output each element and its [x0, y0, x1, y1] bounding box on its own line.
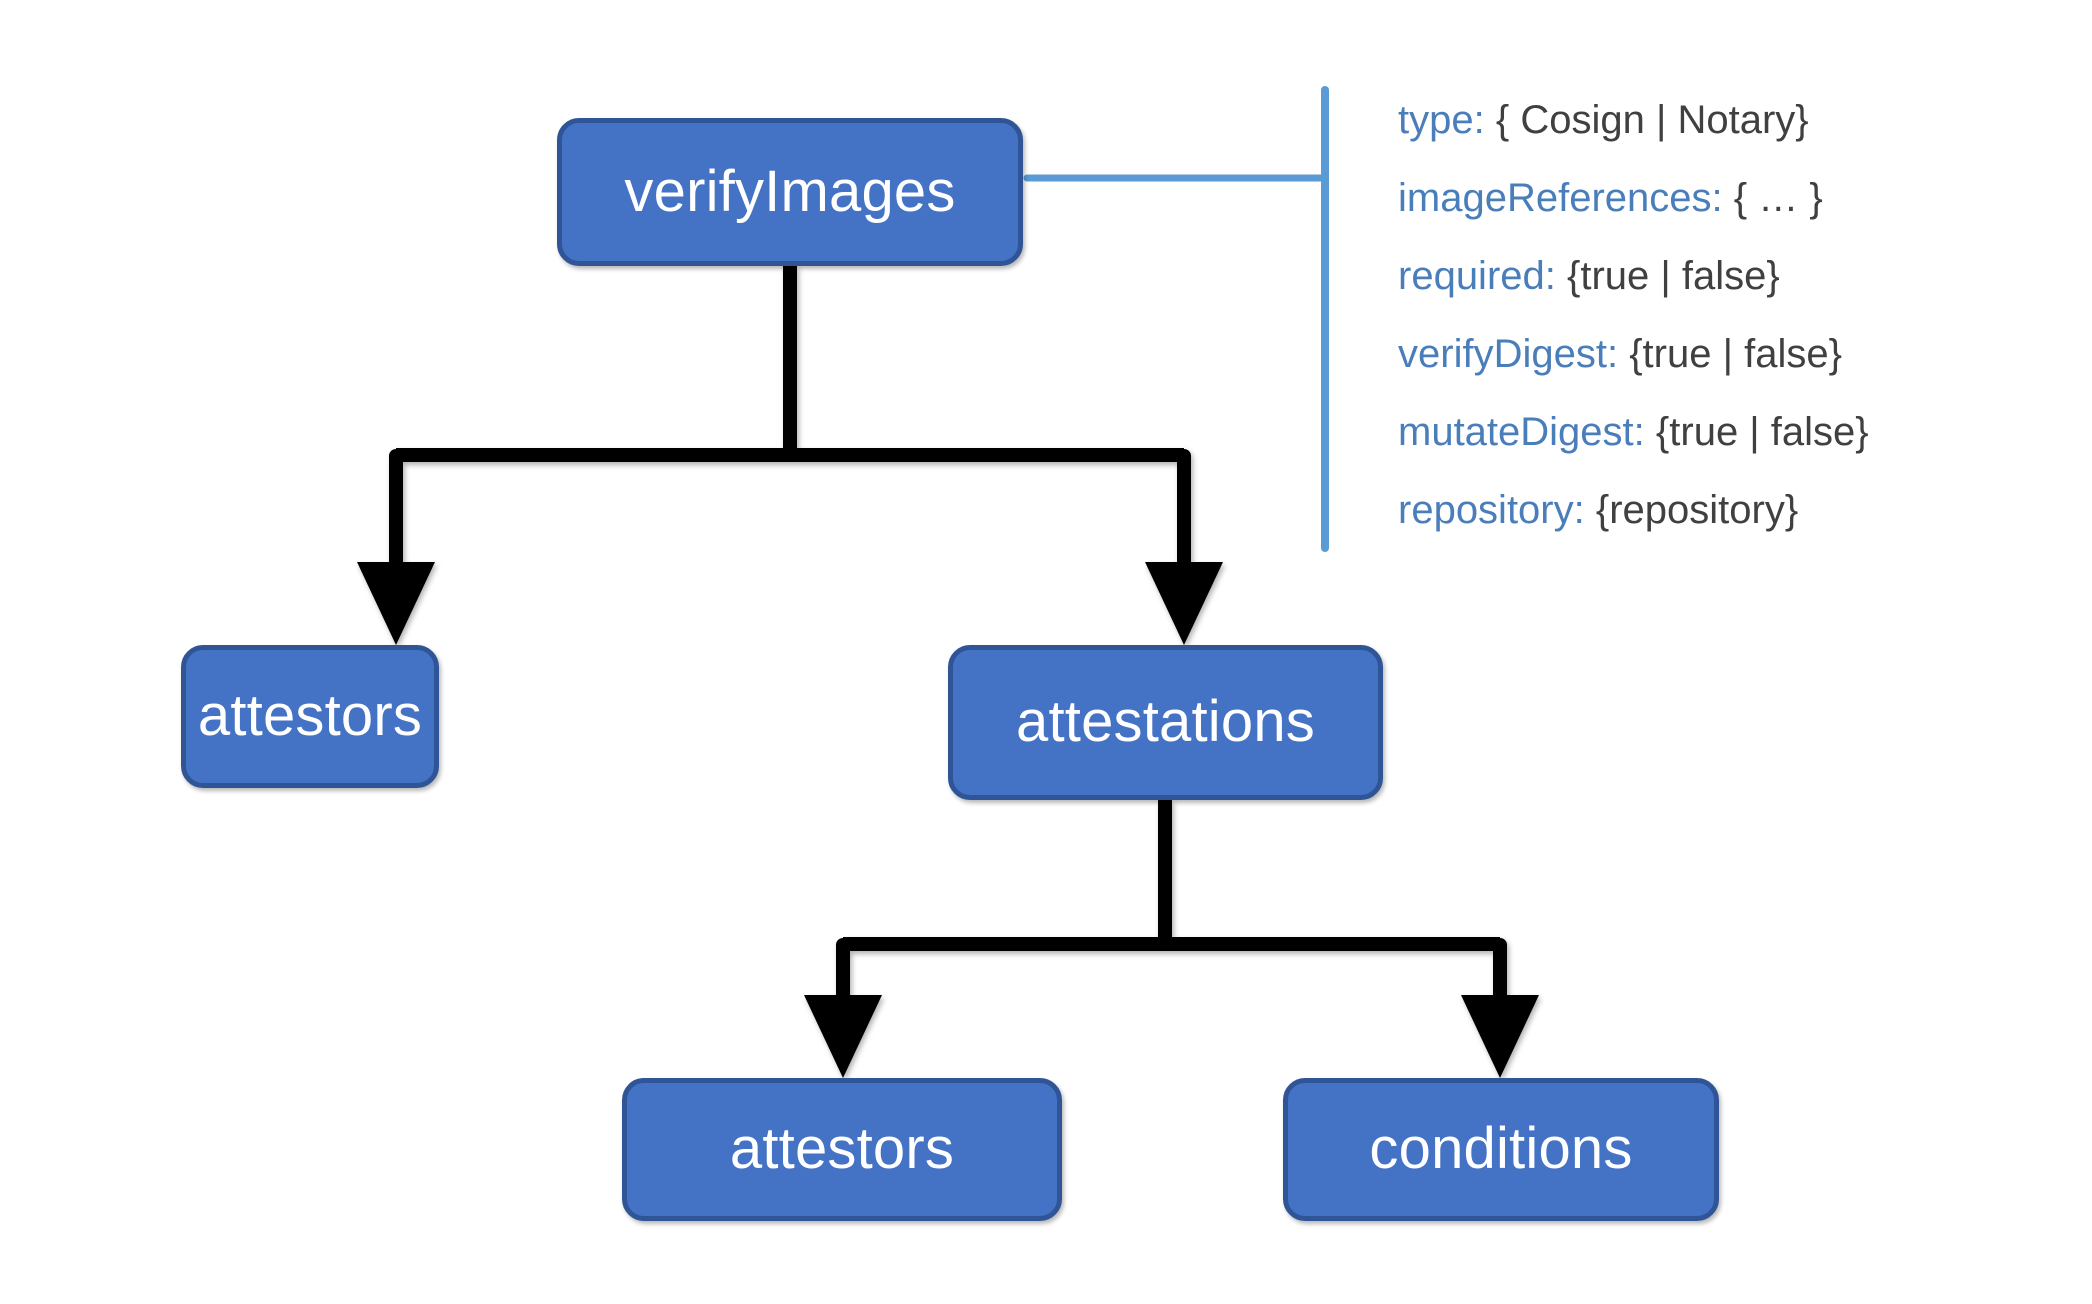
node-conditions[interactable]: conditions: [1283, 1078, 1719, 1221]
node-label: verifyImages: [624, 158, 956, 224]
property-key: imageReferences:: [1398, 176, 1723, 220]
edge-attestations-children: [804, 800, 1539, 1078]
property-row-type: type: { Cosign | Notary}: [1398, 100, 2038, 140]
property-value: { … }: [1733, 176, 1823, 220]
property-key: type:: [1398, 98, 1485, 142]
node-label: conditions: [1369, 1116, 1633, 1182]
property-row-mutate-digest: mutateDigest: {true | false}: [1398, 412, 2038, 452]
property-value: { Cosign | Notary}: [1495, 98, 1809, 142]
node-attestations[interactable]: attestations: [948, 645, 1383, 800]
property-value: {true | false}: [1655, 410, 1869, 454]
properties-callout: type: { Cosign | Notary} imageReferences…: [1398, 100, 2038, 568]
node-label: attestors: [729, 1116, 955, 1182]
edge-verifyimages-children: [357, 266, 1223, 645]
property-value: {true | false}: [1567, 254, 1780, 298]
node-attestors-left[interactable]: attestors: [181, 645, 439, 788]
property-row-repository: repository: {repository}: [1398, 490, 2038, 530]
property-row-verify-digest: verifyDigest: {true | false}: [1398, 334, 2038, 374]
property-key: verifyDigest:: [1398, 332, 1619, 376]
node-label: attestations: [1015, 689, 1316, 755]
node-attestors-bottom[interactable]: attestors: [622, 1078, 1062, 1221]
property-key: repository:: [1398, 488, 1585, 532]
callout-bracket: [1023, 86, 1329, 552]
property-key: mutateDigest:: [1398, 410, 1645, 454]
property-row-required: required: {true | false}: [1398, 256, 2038, 296]
property-row-image-references: imageReferences: { … }: [1398, 178, 2038, 218]
property-value: {repository}: [1595, 488, 1799, 532]
property-value: {true | false}: [1629, 332, 1842, 376]
property-key: required:: [1398, 254, 1556, 298]
node-verify-images[interactable]: verifyImages: [557, 118, 1023, 266]
node-label: attestors: [197, 683, 423, 749]
